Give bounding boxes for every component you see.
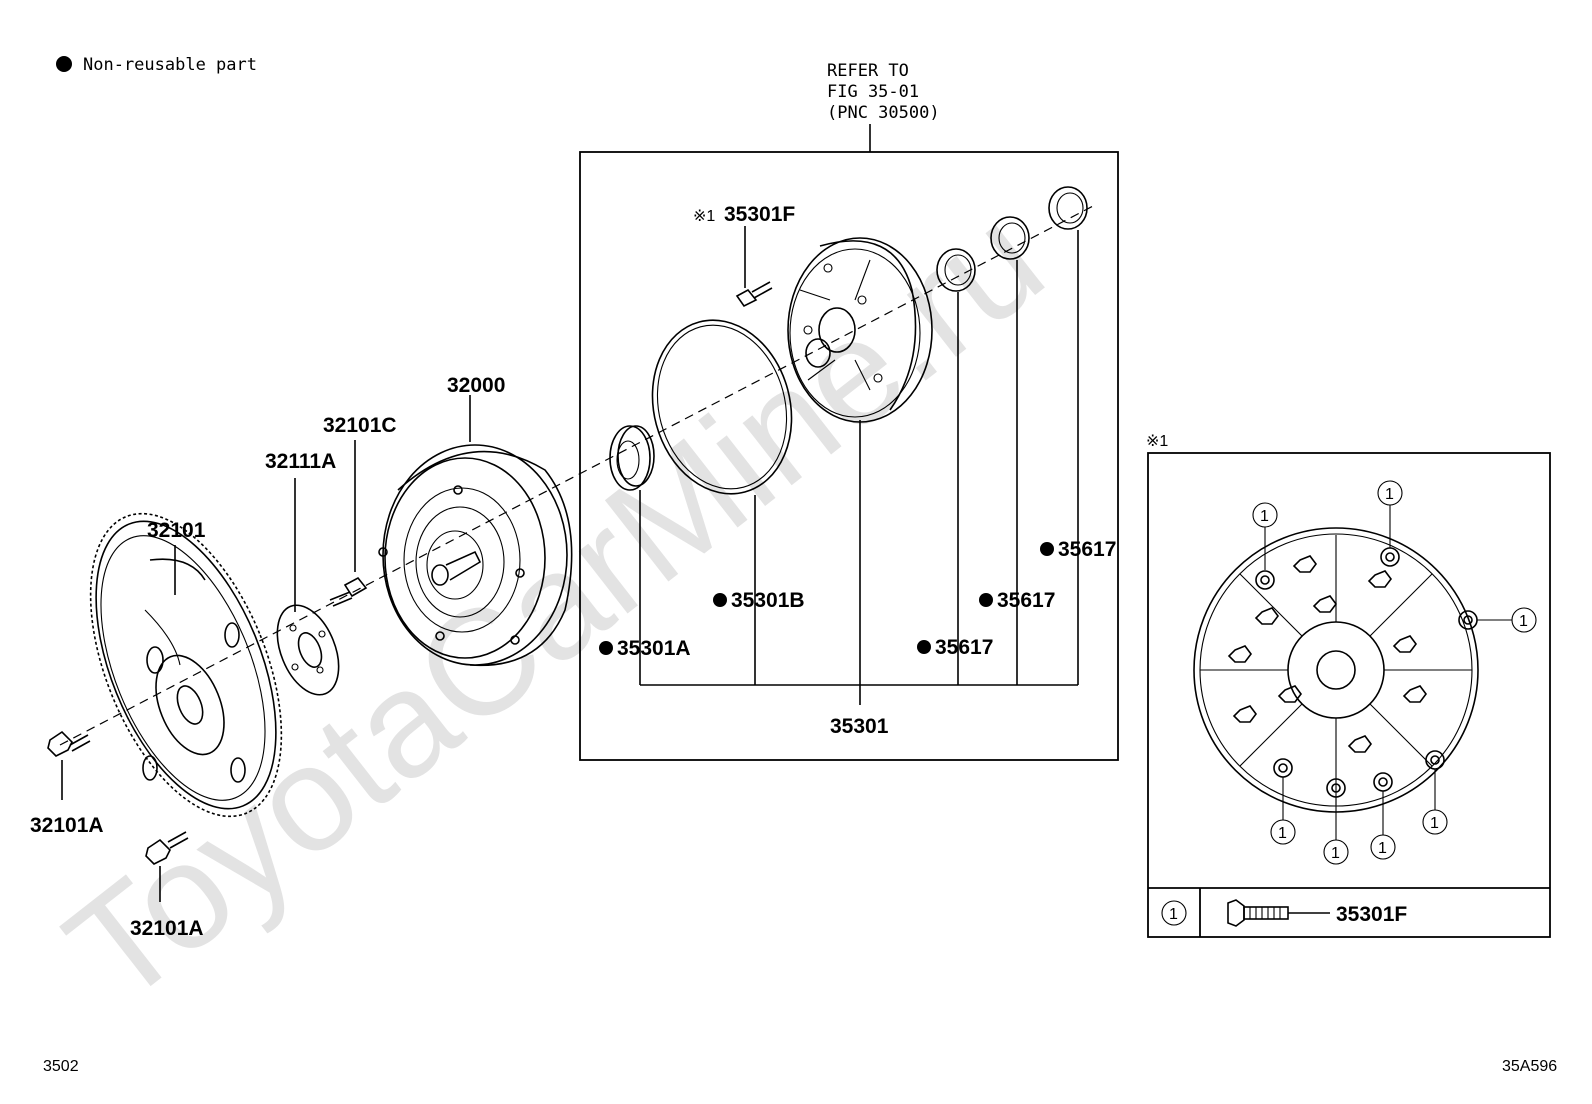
label-32101A-bottom: 32101A bbox=[130, 917, 204, 940]
bolt-35301F-icon bbox=[1227, 899, 1330, 927]
non-reusable-bullet-icon bbox=[599, 641, 613, 655]
non-reusable-bullet-icon bbox=[1040, 542, 1054, 556]
drive-plate-32101 bbox=[89, 512, 283, 818]
refer-note-line3: (PNC 30500) bbox=[827, 103, 940, 123]
seal-ring-35617-c bbox=[1048, 186, 1088, 230]
legend-text: Non-reusable part bbox=[83, 55, 257, 75]
label-32000: 32000 bbox=[447, 374, 505, 397]
inset-table-key: 1 bbox=[1161, 900, 1187, 926]
label-35301: 35301 bbox=[830, 715, 889, 738]
seal-ring-35617-b bbox=[990, 216, 1030, 260]
oil-pump-body-35301 bbox=[787, 237, 933, 423]
refer-note-line2: FIG 35-01 bbox=[827, 82, 919, 102]
pump-front-view bbox=[1193, 527, 1479, 813]
label-35617-b: 35617 bbox=[997, 589, 1055, 612]
footer-right-code: 35A596 bbox=[1502, 1058, 1557, 1075]
callout-1-b: 1 bbox=[1377, 480, 1403, 506]
label-35617-c: 35617 bbox=[1058, 538, 1116, 561]
o-ring-35301B bbox=[651, 319, 793, 495]
callout-1-text: 1 bbox=[1430, 815, 1439, 832]
bolt-32101C bbox=[329, 440, 368, 607]
bolt-32101A-bottom bbox=[145, 831, 189, 902]
callout-1-text: 1 bbox=[1378, 840, 1387, 857]
non-reusable-bullet-icon bbox=[917, 640, 931, 654]
callout-1-text: 1 bbox=[1385, 486, 1394, 503]
callout-1-g: 1 bbox=[1422, 809, 1448, 835]
inset-callouts bbox=[1264, 505, 1512, 840]
bolt-35301F bbox=[735, 226, 773, 308]
table-key-text: 1 bbox=[1169, 906, 1178, 923]
table-part-label: 35301F bbox=[1336, 903, 1407, 926]
bolt-32101A-top bbox=[47, 730, 91, 800]
leader-lines bbox=[174, 230, 1079, 705]
label-35301B: 35301B bbox=[731, 589, 805, 612]
watermark: ToyotaCarMine.ru bbox=[36, 174, 1072, 1035]
inset-title: ※1 bbox=[1146, 433, 1168, 450]
oil-seal-35301A bbox=[609, 425, 655, 491]
callout-1-text: 1 bbox=[1519, 613, 1528, 630]
label-35301F: 35301F bbox=[724, 203, 795, 226]
callout-1-text: 1 bbox=[1278, 825, 1287, 842]
callout-1-d: 1 bbox=[1270, 819, 1296, 845]
callout-1-text: 1 bbox=[1331, 845, 1340, 862]
callout-1-f: 1 bbox=[1370, 834, 1396, 860]
label-32101A-top: 32101A bbox=[30, 814, 104, 837]
non-reusable-bullet-icon bbox=[56, 56, 72, 72]
callout-1-text: 1 bbox=[1260, 508, 1269, 525]
oil-pump-assembly-box bbox=[579, 151, 1119, 761]
callout-1-c: 1 bbox=[1511, 607, 1537, 633]
ref-mark-35301F: ※1 bbox=[693, 208, 715, 225]
label-35301A: 35301A bbox=[617, 637, 691, 660]
seal-ring-35617-a bbox=[936, 248, 976, 292]
non-reusable-bullet-icon bbox=[713, 593, 727, 607]
label-35617-a: 35617 bbox=[935, 636, 993, 659]
label-32111A: 32111A bbox=[265, 450, 336, 473]
non-reusable-bullet-icon bbox=[979, 593, 993, 607]
refer-note-line1: REFER TO bbox=[827, 61, 909, 81]
spacer-32111A bbox=[276, 604, 340, 696]
torque-converter-32000 bbox=[378, 395, 573, 667]
label-32101: 32101 bbox=[147, 519, 206, 542]
label-32101C: 32101C bbox=[323, 414, 397, 437]
footer-left-code: 3502 bbox=[43, 1058, 79, 1075]
callout-1-e: 1 bbox=[1323, 839, 1349, 865]
callout-1-a: 1 bbox=[1252, 502, 1278, 528]
inset-box bbox=[1147, 452, 1551, 938]
